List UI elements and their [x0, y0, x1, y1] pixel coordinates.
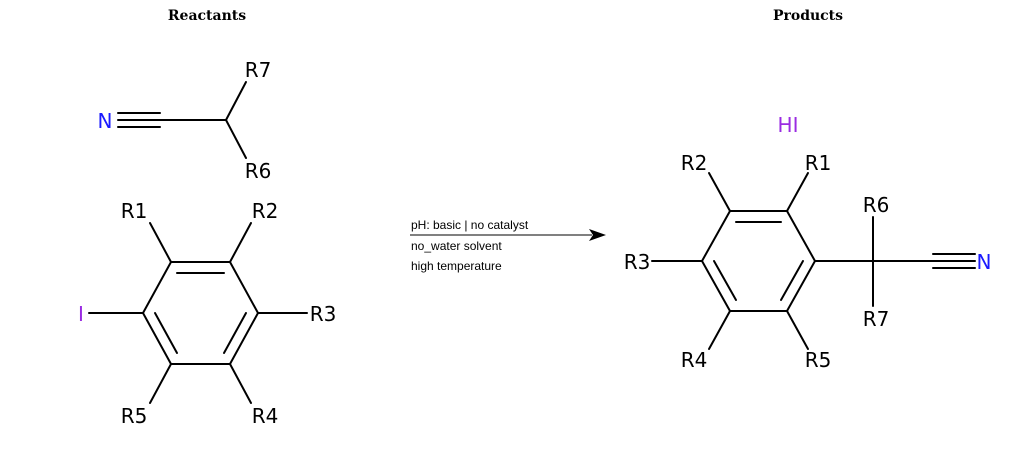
product-r7-label: R7	[863, 307, 890, 331]
product-benzene-ring	[700, 210, 817, 312]
aryl-r3-label: R3	[310, 302, 337, 326]
aryl-r5-label: R5	[121, 404, 148, 428]
reaction-arrow: pH: basic | no catalyst no_water solvent…	[410, 218, 606, 273]
product-r6-label: R6	[863, 193, 890, 217]
product-r1-label: R1	[805, 151, 832, 175]
product-r2-label: R2	[681, 151, 708, 175]
benzene-ring	[141, 261, 260, 365]
reactants-heading: Reactants	[167, 8, 247, 24]
aryl-r4-label: R4	[252, 404, 279, 428]
condition-line-2: no_water solvent	[411, 239, 502, 253]
product-arylnitrile: N R2 R1 R3 R4 R5 R6 R7	[624, 151, 992, 372]
condition-line-1: pH: basic | no catalyst	[411, 218, 529, 232]
aryl-r1-label: R1	[121, 199, 148, 223]
product-r3-label: R3	[624, 250, 651, 274]
reactant-iodoarene: I R1 R2 R3 R4 R5	[78, 199, 336, 428]
product-r5-label: R5	[805, 348, 832, 372]
arrow-head	[589, 229, 606, 241]
iodine-label: I	[78, 302, 84, 326]
product-n-label: N	[977, 250, 992, 274]
condition-line-3: high temperature	[411, 259, 502, 273]
products-heading: Products	[772, 8, 844, 24]
byproduct-hi-label: HI	[778, 113, 799, 137]
aryl-r2-label: R2	[252, 199, 279, 223]
product-r4-label: R4	[681, 348, 708, 372]
nitrile-r6-label: R6	[245, 159, 272, 183]
nitrile-r7-label: R7	[245, 58, 272, 82]
bond-to-r6	[225, 119, 247, 159]
bond-to-r7	[225, 81, 247, 121]
nitrile-n-label: N	[98, 109, 113, 133]
reactant-nitrile: N R7 R6	[98, 58, 272, 183]
